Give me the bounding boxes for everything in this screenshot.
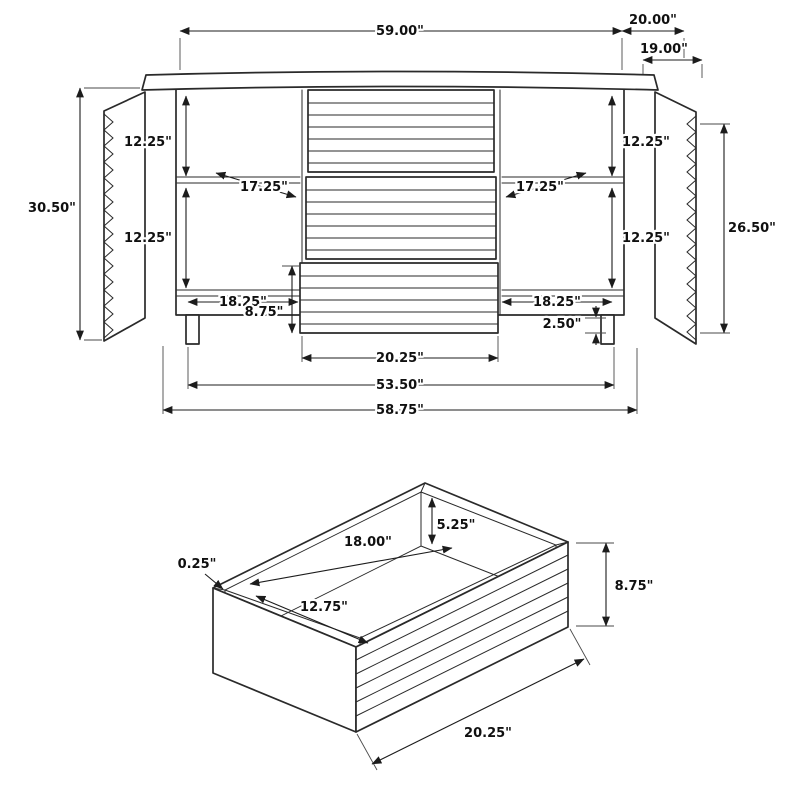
dim-drawer-interior-depth: 12.75" <box>300 600 348 615</box>
dim-line-drawer-interior-depth <box>255 595 369 644</box>
dim-drawer-overall-height: 8.75" <box>615 579 654 594</box>
dim-base-gap: 2.50" <box>543 317 582 332</box>
right-door-panel <box>654 91 697 345</box>
dim-overall-height: 30.50" <box>28 201 76 216</box>
drawer-isometric-view <box>212 482 569 733</box>
dim-line-shelf-left <box>215 171 297 199</box>
drawer-stack <box>299 89 499 334</box>
drawer-view-dimensions: 5.25" 18.00" 0.25" 12.75" 8.75" 20.25" <box>175 497 656 771</box>
dim-top-depth: 20.00" <box>629 13 677 28</box>
drawer-3 <box>299 262 499 334</box>
drawer-extension-lines <box>356 542 614 771</box>
drawer-2 <box>305 176 497 260</box>
dim-line-wall-thickness <box>204 573 224 590</box>
dim-drawer-front-width: 20.25" <box>464 726 512 741</box>
dim-upper-left: 12.25" <box>124 135 172 150</box>
dim-interior-width: 53.50" <box>376 378 424 393</box>
dim-drawer-interior-height: 5.25" <box>437 518 476 533</box>
dim-drawer-interior-width: 18.00" <box>344 535 392 550</box>
left-door-panel <box>103 91 146 342</box>
drawer-2-slats <box>305 189 497 251</box>
dim-line-drawer-front-width <box>371 658 585 765</box>
dim-wall-thickness: 0.25" <box>178 557 217 572</box>
right-leg <box>600 314 615 345</box>
left-door-open <box>103 91 146 342</box>
dim-base-shelf-right: 18.25" <box>533 295 581 310</box>
drawer-3-slats <box>299 275 499 325</box>
dim-upper-right: 12.25" <box>622 135 670 150</box>
cabinet-top-surface <box>141 70 659 91</box>
dim-shelf-left: 17.25" <box>240 180 288 195</box>
dim-base-shelf-left: 18.25" <box>219 295 267 310</box>
dim-lower-left: 12.25" <box>124 231 172 246</box>
dim-drawer-opening-width: 20.25" <box>376 351 424 366</box>
drawer-1-slats <box>307 102 495 164</box>
front-view-dimensions: 59.00" 20.00" 19.00" 30.50" 26.50" 12.25… <box>26 11 778 421</box>
left-leg <box>185 314 200 345</box>
extension-lines-sides <box>84 87 730 341</box>
left-door-louvers <box>103 113 114 339</box>
right-door-louvers <box>686 115 697 341</box>
extension-lines-top <box>179 38 703 78</box>
dim-drawer-front-height: 8.75" <box>245 305 284 320</box>
dim-side-interior-height: 26.50" <box>728 221 776 236</box>
dim-top-depth-edge: 19.00" <box>640 42 688 57</box>
dim-overall-base-width: 58.75" <box>376 403 424 418</box>
dim-line-shelf-right <box>505 171 587 199</box>
drawer-front-slats <box>355 554 569 717</box>
sideboard-front-elevation <box>103 70 697 345</box>
right-door-open <box>654 91 697 345</box>
dim-top-width: 59.00" <box>376 24 424 39</box>
dim-lower-right: 12.25" <box>622 231 670 246</box>
dim-shelf-right: 17.25" <box>516 180 564 195</box>
drawer-1 <box>307 89 495 173</box>
dim-line-drawer-interior-width <box>249 545 453 587</box>
